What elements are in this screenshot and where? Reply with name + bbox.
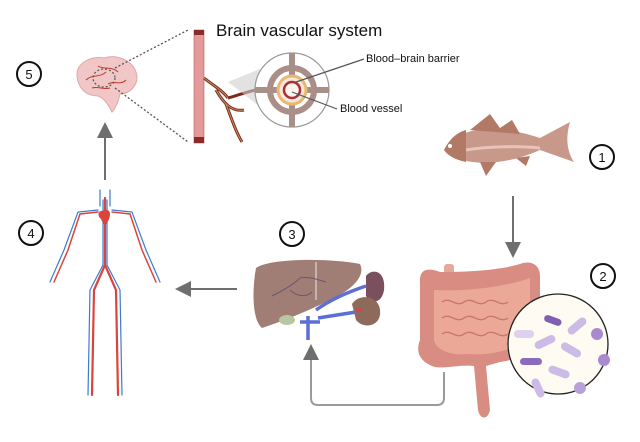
liver-illustration [253, 259, 385, 340]
zoom-line-top [114, 29, 189, 69]
diagram-title: Brain vascular system [216, 21, 383, 40]
fish-illustration [444, 114, 574, 176]
leader-vessel [291, 91, 338, 110]
label-blood-vessel: Blood vessel [340, 103, 403, 115]
step-badge-1: 1 [589, 144, 615, 170]
vessel-illustration [193, 29, 330, 144]
heart-icon [98, 209, 110, 226]
arrow-gut-to-liver [303, 344, 445, 406]
step-badge-5: 5 [16, 61, 42, 87]
body-circulatory-illustration [49, 189, 161, 397]
step-badge-3: 3 [279, 221, 305, 247]
intestine-illustration [418, 262, 540, 418]
flow-arrows [97, 122, 521, 406]
brain-illustration [76, 56, 138, 113]
bacteria-magnifier [507, 293, 610, 398]
step-badge-4: 4 [18, 220, 44, 246]
zoom-line-bottom [114, 87, 189, 143]
label-blood-brain-barrier: Blood–brain barrier [366, 53, 460, 65]
step-badge-2: 2 [590, 263, 616, 289]
leader-bbb [295, 58, 365, 83]
